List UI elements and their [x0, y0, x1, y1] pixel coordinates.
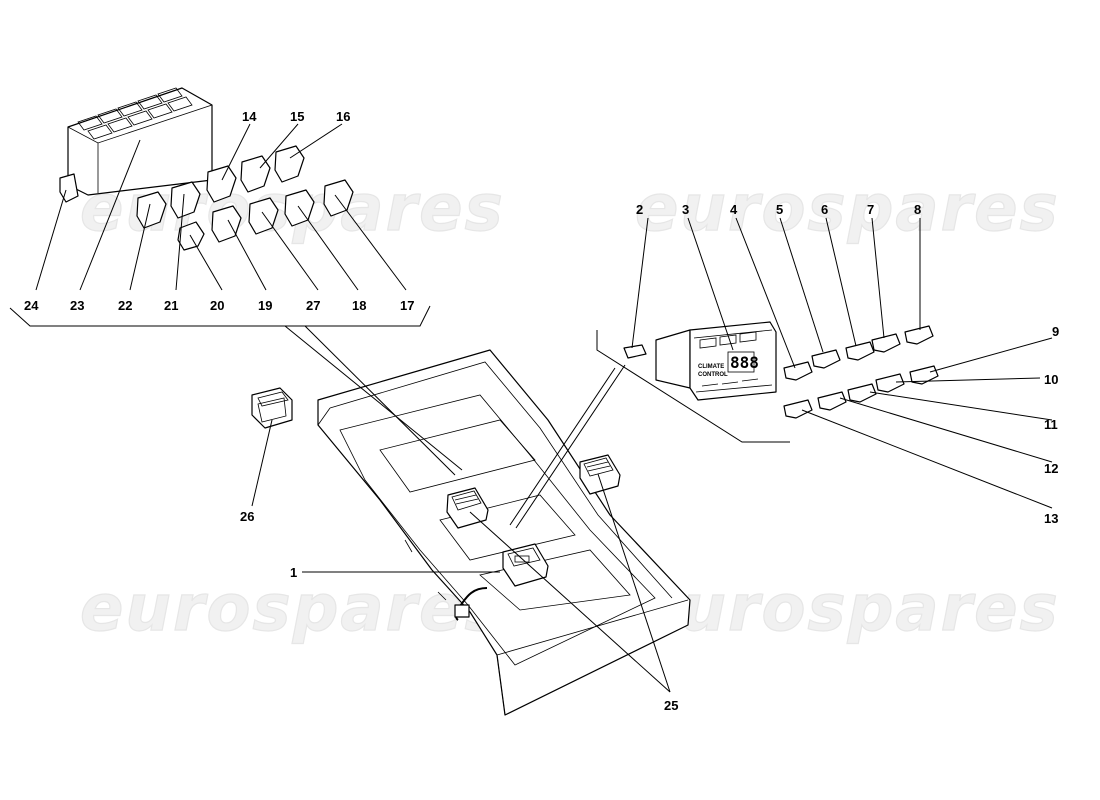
watermark-bottom-right: eurospares: [635, 572, 1060, 646]
callout-8: 8: [914, 202, 921, 217]
callout-5: 5: [776, 202, 783, 217]
panel-display-readout: 888: [730, 353, 759, 372]
part-23-switch-panel: [67, 87, 213, 196]
callout-20: 20: [210, 298, 224, 313]
watermark-group: eurospares eurospares eurospares eurospa…: [79, 171, 1060, 646]
callout-13: 13: [1044, 511, 1058, 526]
callout-18: 18: [352, 298, 366, 313]
group-bracket-left: [9, 305, 463, 476]
group-bracket-right: [509, 330, 790, 529]
part-26-switch: [251, 387, 293, 429]
switch-caps-upper: [206, 145, 305, 203]
part-2-bulb: [623, 344, 647, 359]
panel-label-climate: CLIMATE: [698, 364, 724, 370]
callout-23: 23: [70, 298, 84, 313]
callout-12: 12: [1044, 461, 1058, 476]
callout-15: 15: [290, 109, 304, 124]
console-hazard-switch: [454, 543, 549, 621]
callout-14: 14: [242, 109, 257, 124]
panel-label-control: CONTROL: [698, 372, 728, 378]
callout-22: 22: [118, 298, 132, 313]
callout-6: 6: [821, 202, 828, 217]
center-console-tray: [317, 349, 691, 716]
watermark-top-right: eurospares: [635, 172, 1060, 246]
callout-9: 9: [1052, 324, 1059, 339]
callout-24: 24: [24, 298, 39, 313]
small-caps-right: [783, 325, 939, 419]
callout-1: 1: [290, 565, 297, 580]
console-switch-right: [579, 454, 621, 495]
callout-10: 10: [1044, 372, 1058, 387]
callout-19: 19: [258, 298, 272, 313]
callout-21: 21: [164, 298, 178, 313]
callout-3: 3: [682, 202, 689, 217]
callout-25: 25: [664, 698, 678, 713]
leader-lines: [35, 123, 1053, 693]
callout-26: 26: [240, 509, 254, 524]
watermark-bottom-left: eurospares: [80, 572, 505, 646]
part-24-clip: [59, 173, 79, 203]
callout-2: 2: [636, 202, 643, 217]
part-3-climate-control-panel: 888 CLIMATE CONTROL: [655, 321, 777, 401]
callout-labels: 1 2 3 4 5 6 7 8 9 10 11 12 13 14 15 16 1…: [24, 109, 1059, 713]
callout-7: 7: [867, 202, 874, 217]
callout-11: 11: [1044, 417, 1058, 432]
callout-4: 4: [730, 202, 738, 217]
callout-17: 17: [400, 298, 414, 313]
callout-27: 27: [306, 298, 320, 313]
console-switch-left: [446, 487, 489, 529]
callout-16: 16: [336, 109, 350, 124]
